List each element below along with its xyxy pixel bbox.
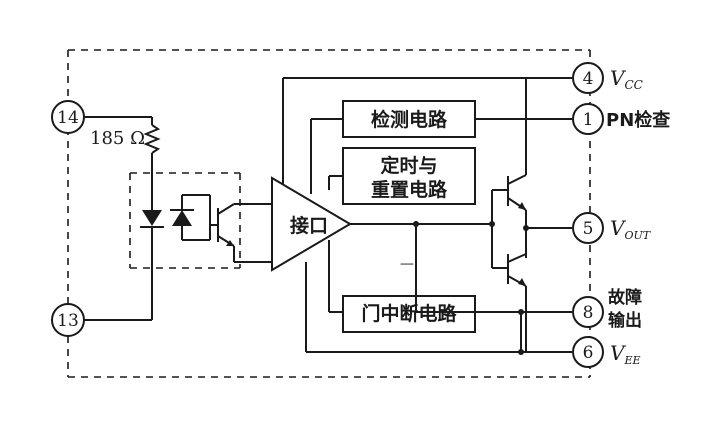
gate-cutoff-label: 门中断电路 [361,302,457,325]
resistor-label: 185 Ω [90,128,145,149]
svg-text:6: 6 [583,343,594,363]
pin-1-label: PN检查 [606,109,670,131]
pin-6-label: VEE [610,341,641,367]
timer-reset-label-line2: 重置电路 [371,178,448,201]
svg-text:14: 14 [57,108,79,128]
phototransistor-symbol [209,195,272,263]
pin-6: 6 [572,336,604,368]
led-symbol [140,210,164,234]
minus-sign: — [400,256,414,272]
pin-8-label-line2: 输出 [608,310,642,331]
pin-4: 4 [572,62,604,94]
pin-8-label-line1: 故障 [608,287,642,308]
gate-cutoff-box [342,295,476,333]
pin-5-label: VOUT [610,216,652,242]
svg-text:8: 8 [583,303,594,323]
pin-13: 13 [51,303,85,337]
svg-text:1: 1 [583,110,594,130]
pin-14: 14 [51,100,85,134]
svg-text:4: 4 [583,69,594,89]
interface-label: 接口 [290,215,328,237]
interface-amplifier [271,176,352,272]
pin-4-label: VCC [610,66,643,92]
pin-1: 1 [572,103,604,135]
input-wiring [84,116,161,321]
photodiode-symbol [170,194,210,241]
detect-circuit-box [342,100,476,138]
pin-5: 5 [572,212,604,244]
junction-dots [413,221,529,355]
svg-text:13: 13 [57,311,79,331]
internal-wiring [282,77,572,353]
optocoupler-outline [129,172,241,269]
timer-reset-box [342,147,476,205]
svg-text:5: 5 [583,219,594,239]
timer-reset-label-line1: 定时与 [380,154,437,177]
detect-circuit-label: 检测电路 [371,108,448,131]
pin-8: 8 [572,296,604,328]
